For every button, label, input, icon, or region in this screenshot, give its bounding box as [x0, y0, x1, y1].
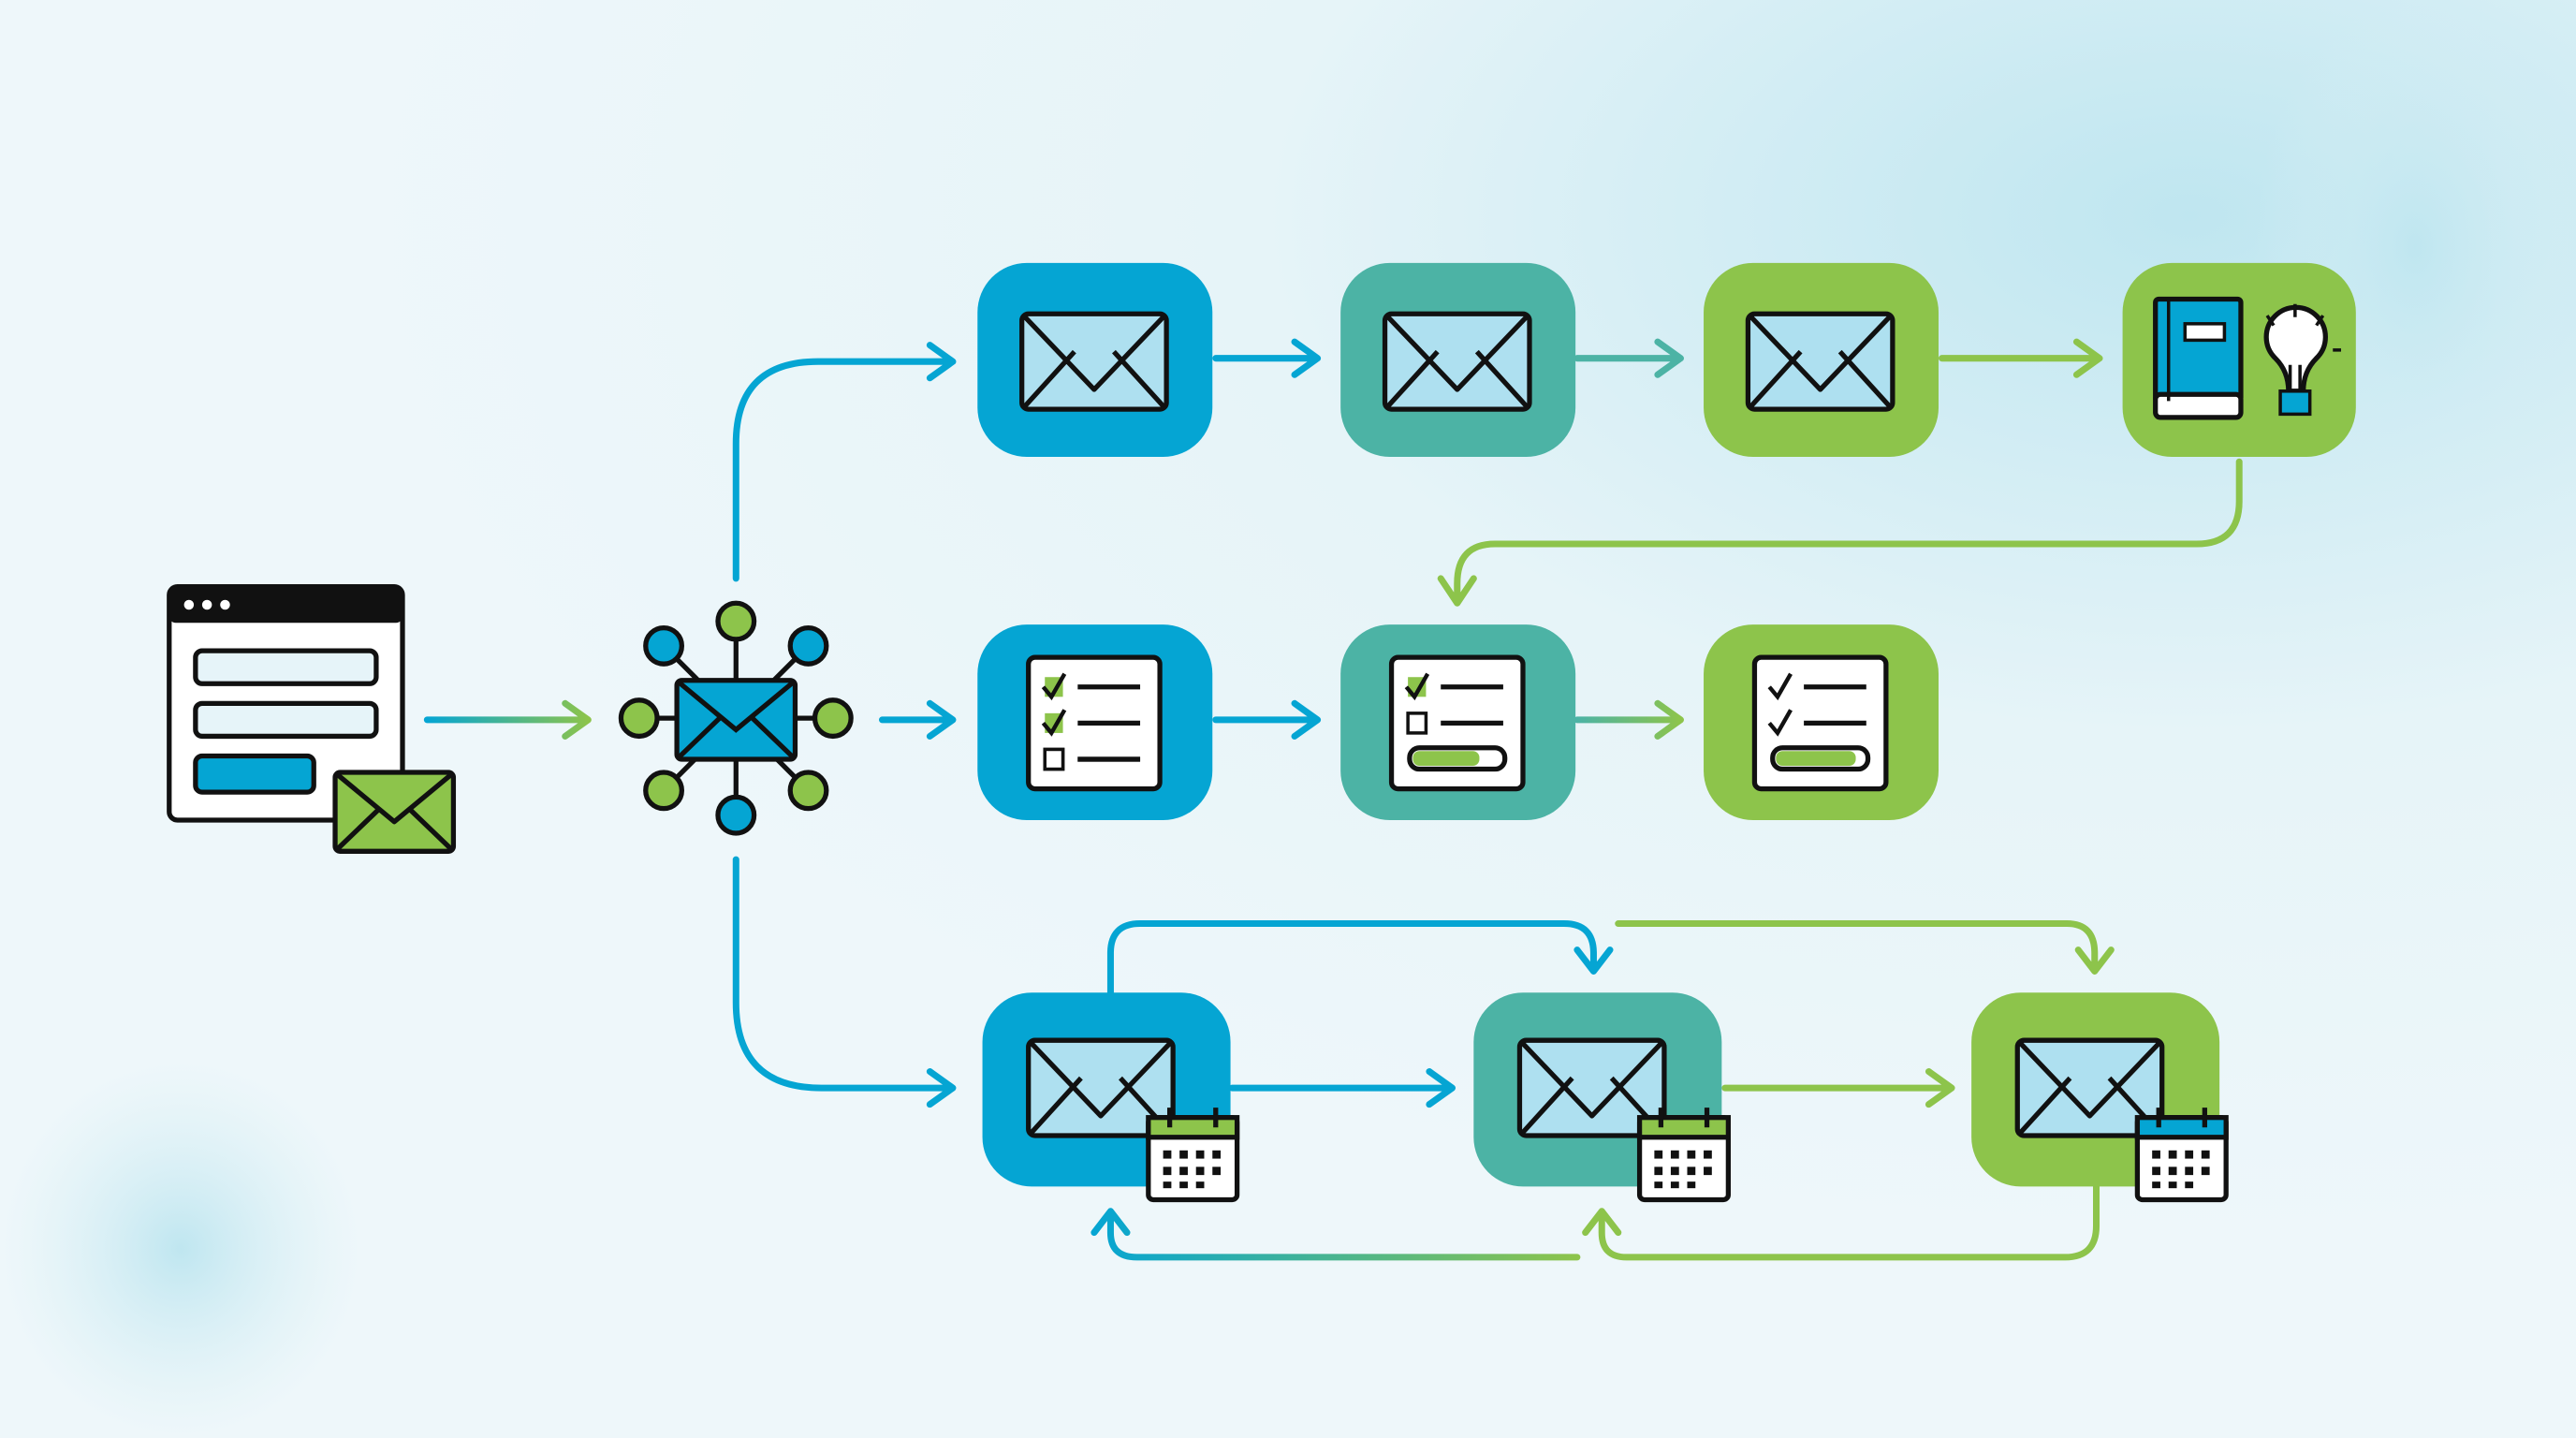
loop-row3-bottom-1: [1090, 1208, 1581, 1261]
arrow-row1-2: [1573, 338, 1684, 378]
arrow-row2-2: [1573, 699, 1684, 740]
signup-form-icon: [167, 584, 457, 854]
row1-step-1: [977, 262, 1213, 458]
envelope-icon: [1385, 314, 1530, 409]
envelope-icon: [1748, 314, 1892, 409]
lightbulb-icon: [2263, 303, 2342, 417]
checklist-icon: [1388, 654, 1526, 792]
check-mark-icon: [1767, 709, 1793, 737]
check-mark-icon: [1404, 672, 1430, 701]
row1-step-4: [2122, 262, 2356, 458]
arrow-hub-to-row3: [732, 856, 957, 1108]
checkbox: [1043, 747, 1065, 771]
arrow-row1-1: [1212, 338, 1322, 378]
row3-step-1: [982, 992, 1240, 1203]
envelope-icon: [1022, 314, 1166, 409]
hub-node: [787, 624, 829, 667]
arrow-hub-to-row2: [878, 699, 957, 740]
background-blob: [0, 1060, 362, 1438]
check-mark-icon: [1041, 672, 1067, 701]
calendar-icon: [2134, 1108, 2229, 1203]
hub-node: [618, 697, 660, 740]
hub-node: [787, 770, 829, 812]
hub-node: [643, 770, 684, 812]
hub-node: [715, 794, 757, 836]
book-icon: [2153, 296, 2244, 420]
hub-envelope-icon: [674, 678, 798, 762]
hub-node: [715, 600, 757, 642]
connectors: [423, 338, 2243, 1261]
hub-node: [812, 697, 854, 740]
row1-step-3: [1704, 262, 1939, 458]
loop-row3-top-1: [1106, 920, 1614, 996]
loop-row3-top-2: [1615, 920, 2115, 975]
arrow-row2-1: [1212, 699, 1322, 740]
row1-step-2: [1340, 262, 1576, 458]
arrow-feedback-to-row2: [1437, 458, 2243, 607]
arrow-row1-3: [1939, 338, 2103, 378]
workflow-steps: [977, 262, 2356, 1203]
row3-step-3: [1971, 992, 2229, 1203]
form-submit-button: [193, 753, 316, 795]
checklist-icon: [1026, 654, 1163, 792]
row2-step-1: [977, 624, 1213, 820]
checkbox: [1406, 712, 1428, 735]
hub-node: [643, 624, 684, 667]
check-mark-icon: [1767, 672, 1793, 701]
calendar-icon: [1146, 1108, 1240, 1203]
email-distribution-hub-icon: [618, 600, 854, 836]
calendar-icon: [1636, 1108, 1731, 1203]
checklist-icon: [1751, 654, 1889, 792]
loop-row3-bottom-2: [1582, 1182, 2100, 1261]
arrow-row3-2: [1721, 1068, 1955, 1108]
arrow-row3-1: [1228, 1068, 1456, 1108]
arrow-hub-to-row1: [732, 342, 957, 582]
green-envelope-icon: [332, 770, 457, 854]
row2-step-2: [1340, 624, 1576, 820]
progress-fill: [1776, 751, 1856, 767]
row3-step-2: [1473, 992, 1731, 1203]
check-mark-icon: [1041, 709, 1067, 737]
progress-fill: [1412, 751, 1480, 767]
arrow-form-to-hub: [423, 699, 592, 740]
row2-step-3: [1704, 624, 1939, 820]
